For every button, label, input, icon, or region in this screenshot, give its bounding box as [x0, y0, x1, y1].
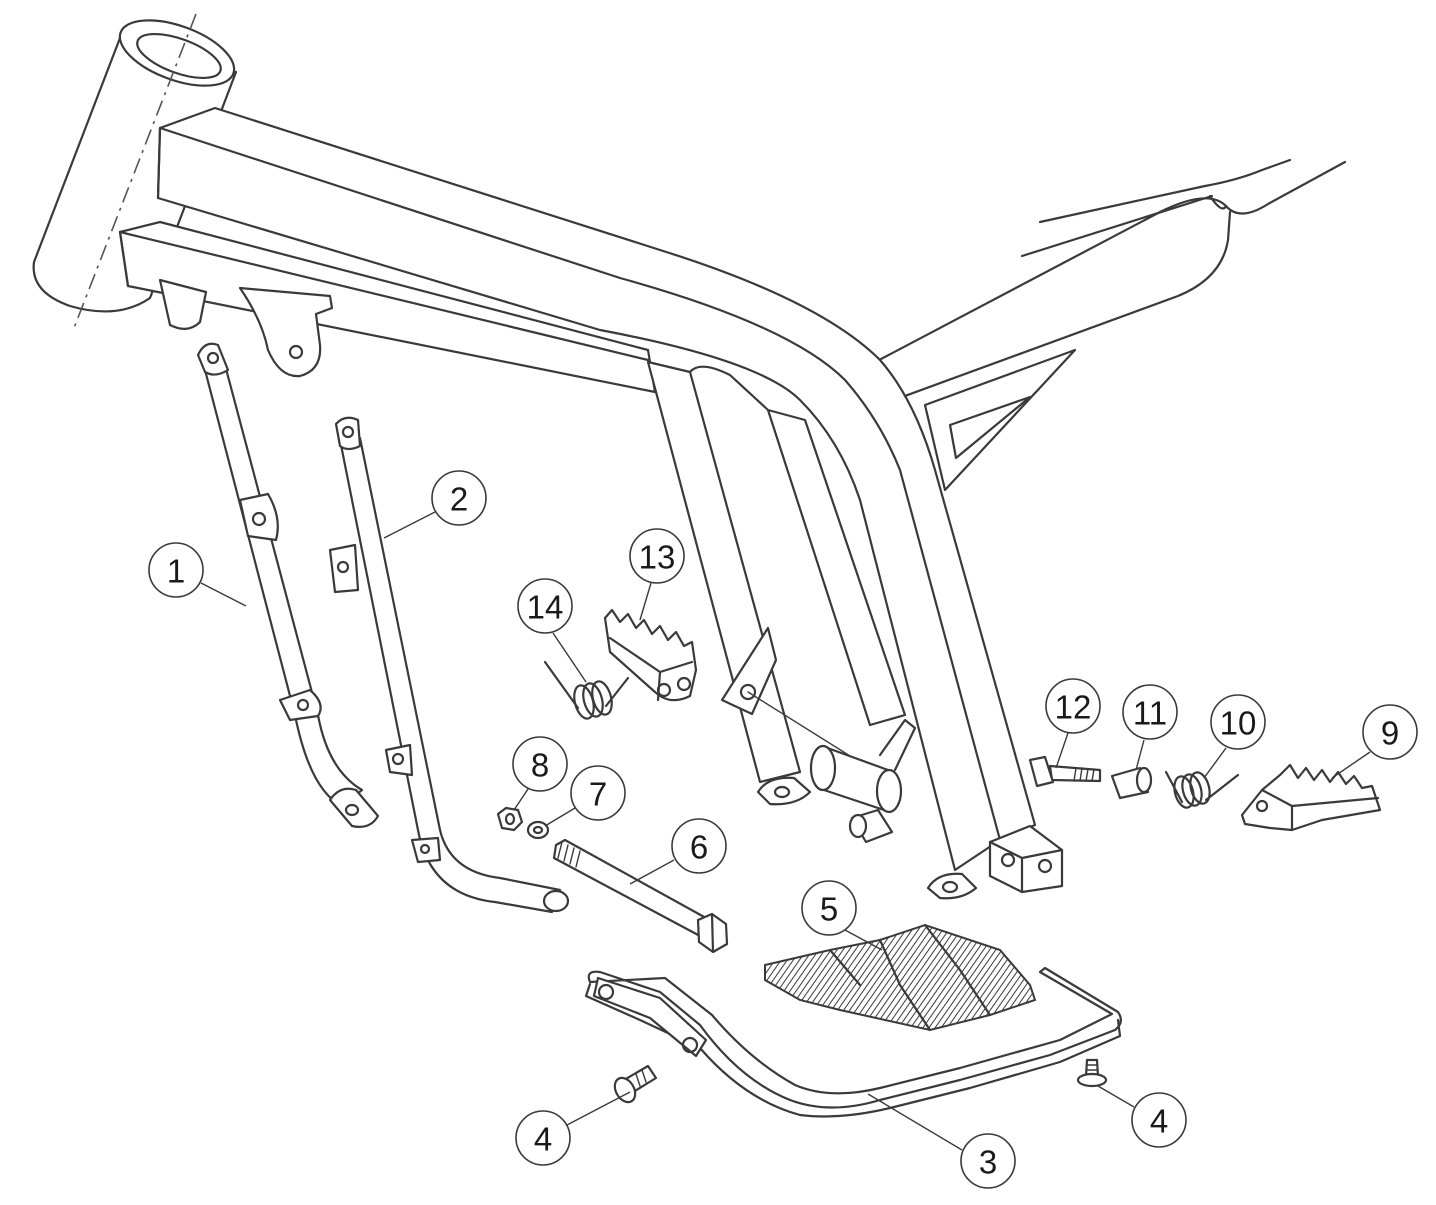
- cross-tube: [809, 718, 917, 814]
- callout-2: 2: [383, 470, 487, 539]
- leader-line: [639, 582, 652, 621]
- footpeg-pin-right: [1028, 755, 1102, 788]
- spacer-bushing: [848, 808, 894, 844]
- callout-circle: [512, 736, 568, 792]
- callout-circle: [148, 542, 204, 598]
- callout-11: 11: [1122, 684, 1178, 771]
- callout-label: 3: [979, 1144, 997, 1181]
- callout-circle: [1131, 1092, 1187, 1148]
- callout-13: 13: [629, 528, 685, 621]
- callout-label: 1: [167, 553, 185, 590]
- leader-line: [513, 788, 529, 811]
- leader-line: [1331, 751, 1371, 779]
- callout-label: 7: [589, 776, 607, 813]
- leader-line: [383, 511, 436, 539]
- callout-1: 1: [148, 542, 247, 607]
- callout-14: 14: [517, 578, 587, 683]
- callout-4-right: 4: [1097, 1085, 1187, 1148]
- callout-label: 2: [450, 481, 468, 518]
- callout-3: 3: [867, 1093, 1016, 1189]
- callout-label: 5: [820, 891, 838, 928]
- callout-circle: [960, 1133, 1016, 1189]
- callout-label: 10: [1220, 705, 1257, 742]
- callout-9: 9: [1331, 704, 1418, 779]
- callout-12: 12: [1045, 678, 1101, 769]
- callout-circle: [801, 880, 857, 936]
- footpeg-bushing-right: [1110, 766, 1153, 800]
- main-frame: [32, 13, 1347, 900]
- leader-line: [1097, 1085, 1135, 1108]
- upper-frame-rail: [156, 106, 1037, 872]
- leader-line: [629, 859, 675, 885]
- leader-line: [552, 632, 587, 683]
- footpeg-spring-left: [543, 660, 630, 720]
- skid-plate: [584, 966, 1122, 1118]
- bottom-tab-left: [756, 776, 812, 806]
- footpeg-spring-right: [1164, 770, 1240, 809]
- callout-5: 5: [801, 880, 883, 951]
- rear-gusset: [923, 348, 1077, 492]
- callout-8: 8: [512, 736, 568, 811]
- leader-line: [1055, 732, 1069, 769]
- nut: [496, 806, 524, 832]
- callout-label: 9: [1381, 715, 1399, 752]
- callout-label: 12: [1055, 689, 1092, 726]
- callout-10: 10: [1203, 694, 1266, 779]
- callout-6: 6: [629, 818, 727, 885]
- callout-circle: [629, 528, 685, 584]
- front-gusset: [158, 278, 208, 330]
- callout-circle: [1045, 678, 1101, 734]
- washer: [526, 820, 550, 840]
- front-cradle-tube-left: [196, 342, 380, 828]
- footpeg-right: [1240, 763, 1382, 832]
- callout-label: 6: [690, 829, 708, 866]
- leader-line: [200, 582, 247, 607]
- screw-left: [613, 1064, 658, 1104]
- callout-circle: [1210, 694, 1266, 750]
- callout-circle: [515, 1110, 571, 1166]
- callout-4-left: 4: [515, 1091, 631, 1166]
- leader-line: [566, 1091, 631, 1126]
- head-tube: [32, 13, 238, 329]
- footpeg-left: [603, 608, 698, 702]
- callout-label: 11: [1133, 695, 1167, 732]
- callout-circle: [431, 470, 487, 526]
- steering-axis-line: [73, 13, 197, 329]
- callout-label: 4: [1150, 1103, 1168, 1140]
- callout-label: 4: [534, 1121, 552, 1158]
- skid-plate-pad: [764, 923, 1037, 1032]
- rear-subframe: [843, 158, 1347, 410]
- callout-label: 14: [527, 589, 564, 626]
- leader-line: [1203, 747, 1227, 779]
- engine-mount-gusset: [238, 286, 334, 378]
- leader-line: [867, 1093, 963, 1151]
- callout-label: 8: [531, 747, 549, 784]
- callout-circle: [570, 765, 626, 821]
- callout-circle: [1362, 704, 1418, 760]
- callout-circle: [1122, 684, 1178, 740]
- callout-circle: [517, 578, 573, 634]
- leader-line: [1135, 739, 1145, 771]
- rear-mount-bracket: [988, 824, 1064, 894]
- callout-label: 13: [639, 539, 676, 576]
- engine-mount-bolt: [552, 838, 729, 954]
- screw-right: [1076, 1058, 1108, 1088]
- leader-line: [844, 929, 883, 951]
- callout-7: 7: [544, 765, 626, 827]
- callout-circle: [671, 818, 727, 874]
- leader-line: [544, 807, 576, 827]
- front-cradle-tube-right: [328, 416, 570, 914]
- bottom-tab-right: [926, 872, 978, 900]
